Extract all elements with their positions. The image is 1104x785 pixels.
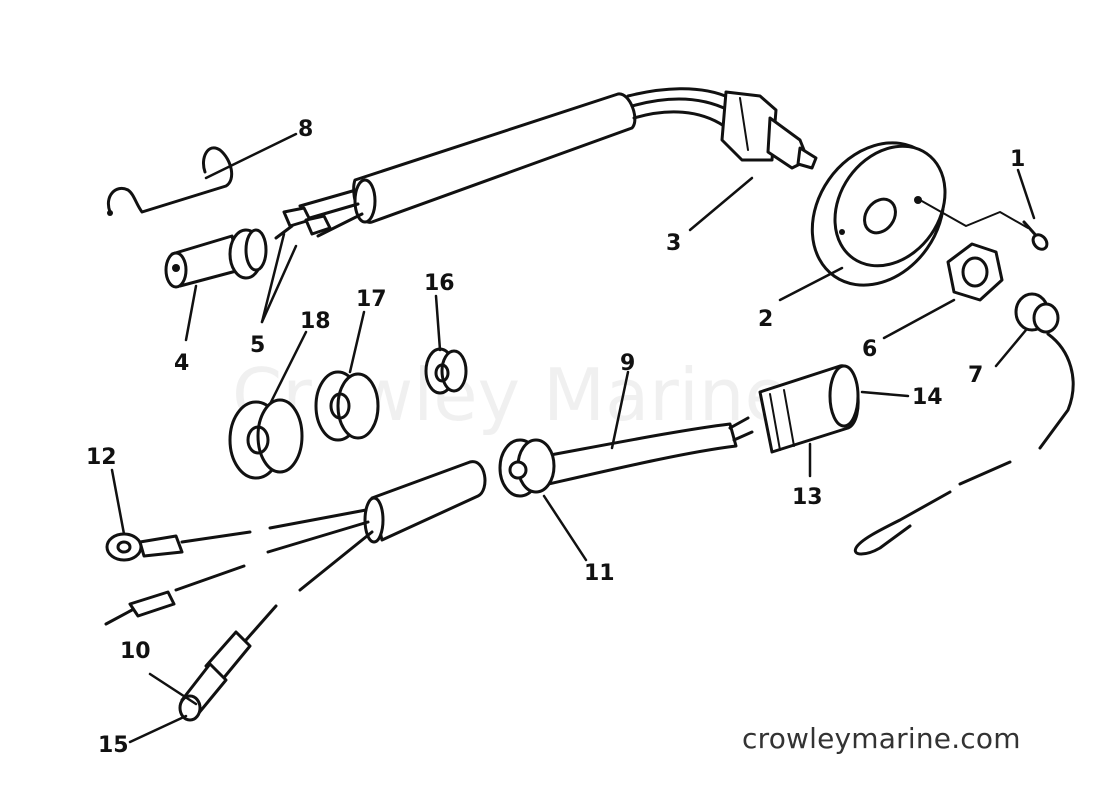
part-1-screw bbox=[1022, 220, 1049, 251]
part-16-grommet bbox=[424, 347, 468, 395]
callout-12: 12 bbox=[86, 445, 117, 470]
part-7-boot-lanyard bbox=[853, 292, 1075, 556]
callout-17: 17 bbox=[356, 287, 387, 312]
callout-labels: 1 2 3 4 5 6 7 8 9 10 11 12 13 14 15 16 1… bbox=[86, 117, 1025, 758]
callout-11: 11 bbox=[584, 561, 615, 586]
part-8-wire-clip bbox=[107, 146, 234, 216]
part-18-grommet bbox=[228, 398, 304, 480]
part-2-mounting-cup bbox=[810, 141, 1029, 287]
part-17-grommet bbox=[314, 370, 380, 442]
callout-6: 6 bbox=[862, 337, 877, 362]
callout-1: 1 bbox=[1010, 147, 1025, 172]
watermark: Crowley Marine bbox=[232, 353, 789, 437]
part-4-bulb-socket bbox=[164, 228, 268, 289]
callout-2: 2 bbox=[758, 307, 773, 332]
part-6-hex-nut bbox=[946, 242, 1004, 302]
callout-4: 4 bbox=[174, 351, 189, 376]
part-9-cable-assembly bbox=[498, 364, 860, 498]
part-3-cable-harness-switch bbox=[274, 87, 818, 240]
leader-lines bbox=[110, 132, 1036, 744]
callout-15: 15 bbox=[98, 733, 129, 758]
callout-14: 14 bbox=[912, 385, 943, 410]
callout-13: 13 bbox=[792, 485, 823, 510]
callout-3: 3 bbox=[666, 231, 681, 256]
site-url: crowleymarine.com bbox=[742, 722, 1021, 755]
callout-18: 18 bbox=[300, 309, 331, 334]
callout-8: 8 bbox=[298, 117, 313, 142]
callout-10: 10 bbox=[120, 639, 151, 664]
part-12-10-15-harness bbox=[104, 460, 487, 722]
callout-9: 9 bbox=[620, 351, 635, 376]
callout-16: 16 bbox=[424, 271, 455, 296]
callout-7: 7 bbox=[968, 363, 983, 388]
callout-5: 5 bbox=[250, 333, 265, 358]
